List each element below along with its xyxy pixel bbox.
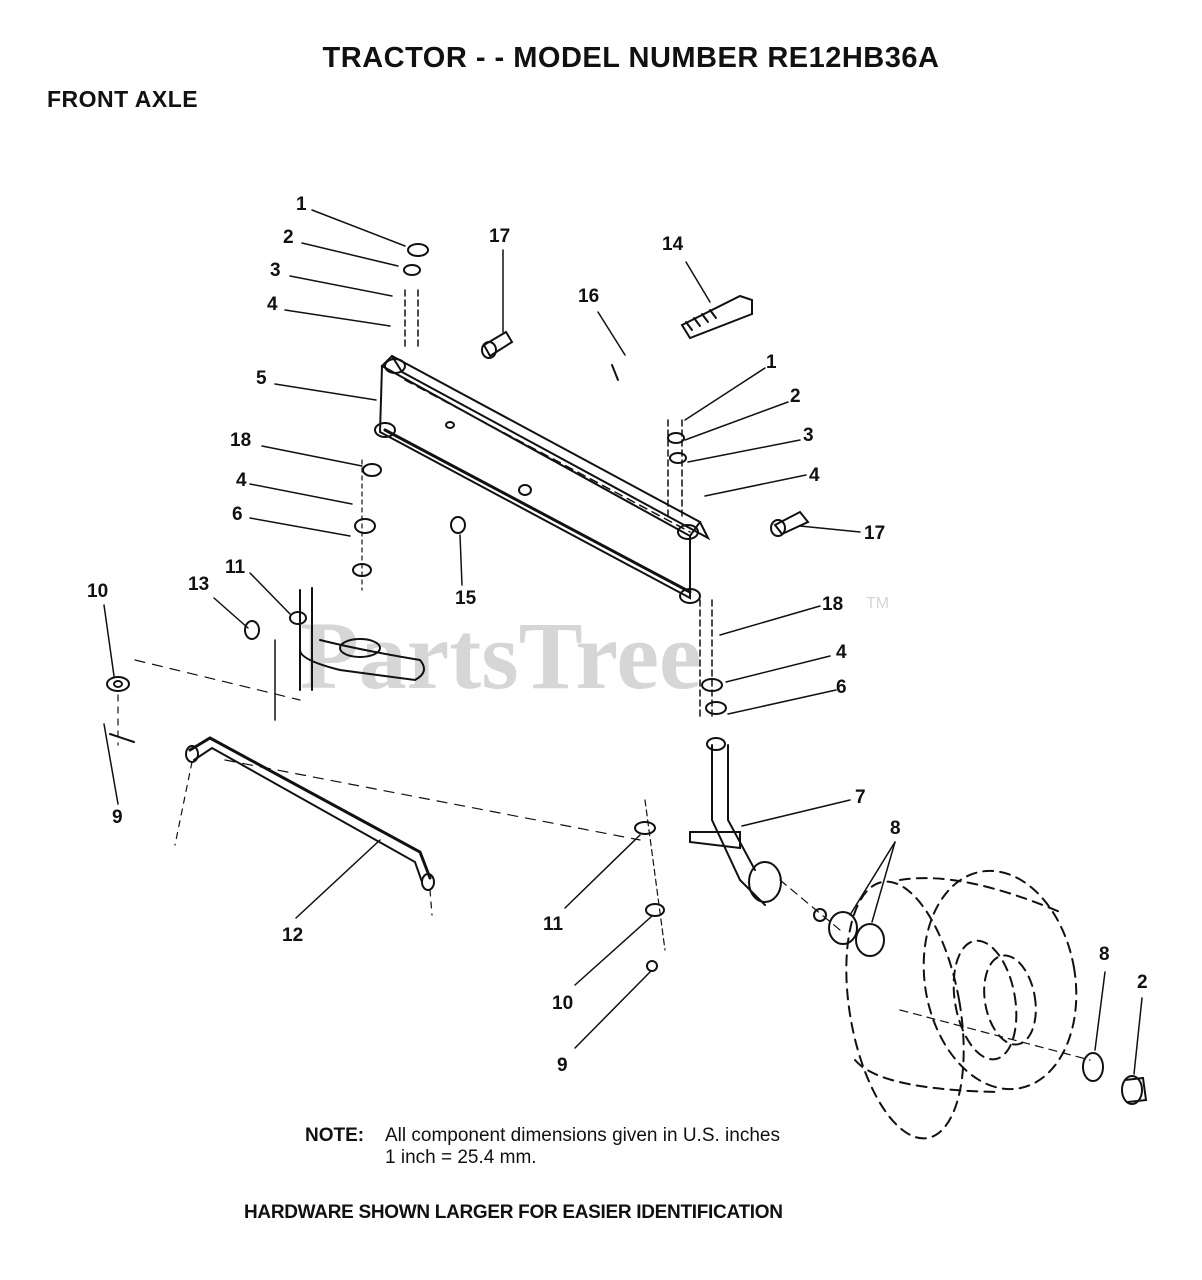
- callout-7: 7: [855, 787, 866, 808]
- callout-12: 12: [282, 925, 303, 946]
- callout-4-mid-left: 4: [236, 470, 247, 491]
- callout-9-lower: 9: [557, 1055, 568, 1076]
- hardware-footer-note: HARDWARE SHOWN LARGER FOR EASIER IDENTIF…: [244, 1202, 783, 1223]
- callout-14: 14: [662, 234, 684, 255]
- callout-1-right: 1: [766, 352, 777, 373]
- left-pin-stack: [403, 243, 429, 351]
- callout-10-left: 10: [87, 581, 108, 602]
- callout-8-upper: 8: [890, 818, 901, 839]
- callout-11-left: 11: [225, 557, 246, 578]
- callout-5: 5: [256, 368, 267, 389]
- callout-17-right: 17: [864, 523, 885, 544]
- callout-2-right: 2: [790, 386, 801, 407]
- note-line-1: All component dimensions given in U.S. i…: [385, 1125, 780, 1146]
- right-spindle: [634, 419, 885, 972]
- watermark: PartsTree: [300, 602, 702, 709]
- tie-rod: [174, 736, 641, 916]
- note-line-2: 1 inch = 25.4 mm.: [385, 1147, 537, 1168]
- callout-16: 16: [578, 286, 599, 307]
- front-wheel: [845, 869, 1078, 1140]
- callout-18-right: 18: [822, 594, 843, 615]
- diagram-title: TRACTOR - - MODEL NUMBER RE12HB36A: [322, 42, 940, 74]
- callout-3-top-left: 3: [270, 260, 281, 281]
- callout-2-top-left: 2: [283, 227, 294, 248]
- callout-15: 15: [455, 588, 477, 609]
- diagram-subtitle: FRONT AXLE: [47, 86, 199, 112]
- callout-2-wheel: 2: [1137, 972, 1148, 993]
- leader-lines: [103, 209, 1143, 1075]
- callout-8-lower: 8: [1099, 944, 1110, 965]
- dimension-note: NOTE: All component dimensions given in U…: [305, 1125, 780, 1169]
- callout-11-lower: 11: [543, 914, 564, 935]
- left-spindle: [106, 459, 425, 746]
- callout-4-top-left: 4: [267, 294, 278, 315]
- callout-9-left: 9: [112, 807, 123, 828]
- wheel-hardware: [899, 1009, 1148, 1105]
- callout-3-right: 3: [803, 425, 814, 446]
- callout-6-left: 6: [232, 504, 243, 525]
- callout-13: 13: [188, 574, 209, 595]
- callout-6-right: 6: [836, 677, 847, 698]
- callout-4-right: 4: [809, 465, 820, 486]
- callout-4-lower-right: 4: [836, 642, 847, 663]
- hardware-parts: [450, 294, 810, 537]
- note-label: NOTE:: [305, 1125, 365, 1146]
- callout-10-lower: 10: [552, 993, 573, 1014]
- callout-1-top-left: 1: [296, 194, 307, 215]
- watermark-tm: TM: [866, 595, 889, 612]
- callout-17-top: 17: [489, 226, 510, 247]
- front-axle-beam: [374, 354, 711, 604]
- callout-labels: 1 2 3 4 5 18 4 6 17 16 14 1 2 3 4 17 15 …: [87, 194, 1148, 1076]
- callout-18-left: 18: [230, 430, 251, 451]
